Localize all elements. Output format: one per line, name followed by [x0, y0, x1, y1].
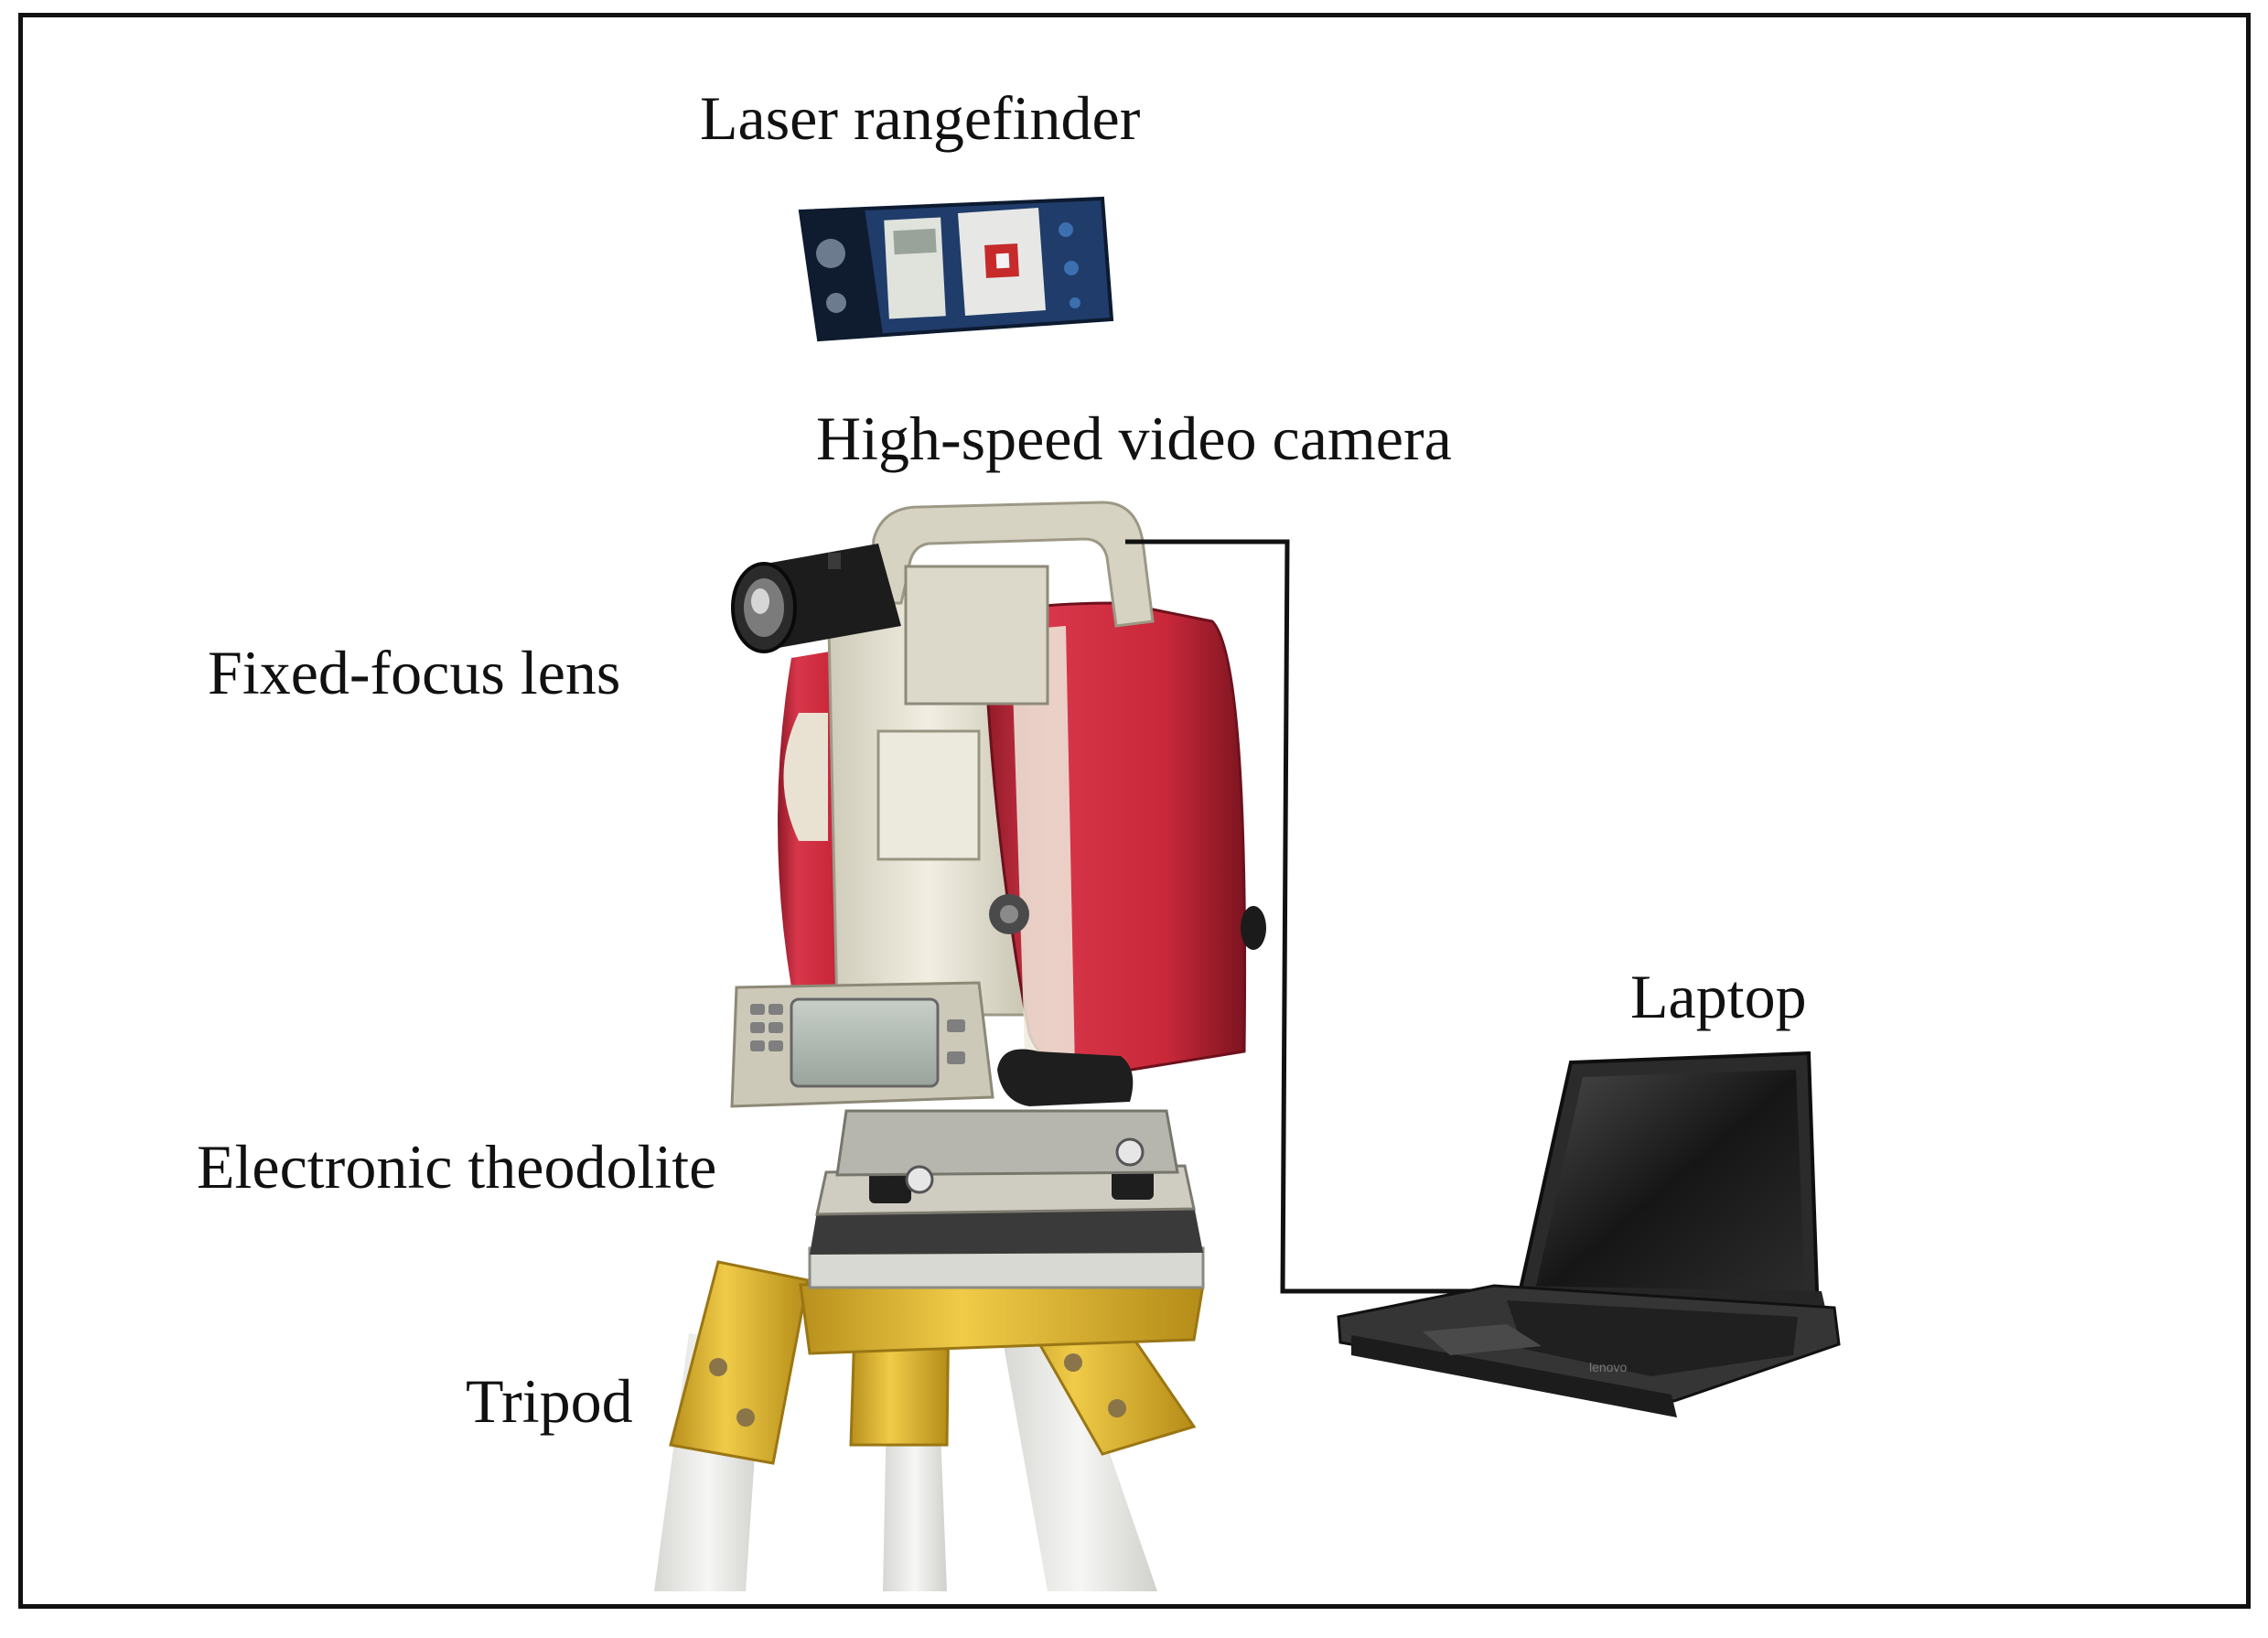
- laptop-device: lenovo: [1337, 1051, 1841, 1417]
- laptop-label: Laptop: [1630, 962, 1807, 1031]
- tripod-device: [654, 1251, 1205, 1591]
- fixed-focus-lens-label: Fixed-focus lens: [208, 638, 621, 707]
- laser-rangefinder-device: [798, 196, 1114, 342]
- tripod-label: Tripod: [466, 1366, 633, 1436]
- laser-rangefinder-label: Laser rangefinder: [700, 83, 1141, 153]
- theodolite-base: [808, 1109, 1205, 1289]
- figure-frame: lenovo Laser rangefinder High-speed vide…: [18, 13, 2251, 1609]
- electronic-theodolite-device: [730, 501, 1266, 1108]
- camera-laptop-cable: [1125, 539, 1500, 1294]
- fixed-focus-lens-device: [731, 544, 901, 653]
- high-speed-video-camera-label: High-speed video camera: [816, 404, 1452, 473]
- figure-artwork: lenovo: [654, 196, 1841, 1591]
- svg-text:lenovo: lenovo: [1589, 1360, 1627, 1374]
- electronic-theodolite-label: Electronic theodolite: [197, 1132, 717, 1202]
